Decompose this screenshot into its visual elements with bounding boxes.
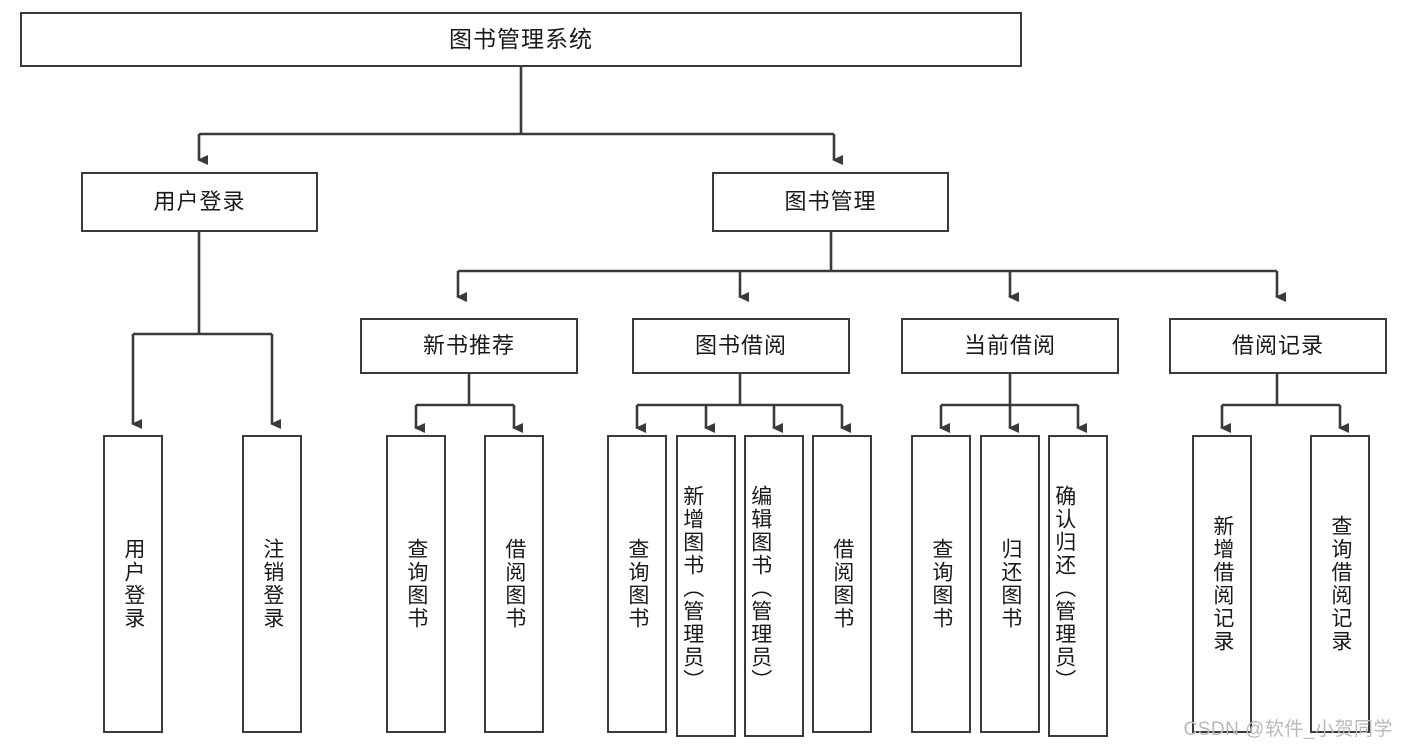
watermark: CSDN @软件_小贺同学: [1183, 719, 1393, 740]
leaf-label: 确认归还（管理员）: [1052, 484, 1076, 692]
leaf-user-login[interactable]: 用户登录: [103, 435, 163, 733]
leaf-borrow-book-recommend[interactable]: 借阅图书: [484, 435, 544, 733]
leaf-query-borrow-record[interactable]: 查询借阅记录: [1310, 435, 1370, 733]
node-user-login[interactable]: 用户登录: [81, 172, 318, 232]
leaf-query-book-borrow[interactable]: 查询图书: [607, 435, 667, 733]
node-current-borrow[interactable]: 当前借阅: [901, 318, 1119, 374]
leaf-label: 新增借阅记录: [1210, 515, 1234, 653]
node-label: 图书管理系统: [449, 25, 593, 52]
node-root-book-management-system[interactable]: 图书管理系统: [20, 12, 1022, 67]
leaf-edit-book-admin[interactable]: 编辑图书（管理员）: [744, 435, 804, 737]
leaf-add-borrow-record[interactable]: 新增借阅记录: [1192, 435, 1252, 733]
node-label: 借阅记录: [1231, 332, 1324, 358]
leaf-label: 编辑图书（管理员）: [748, 484, 772, 692]
leaf-user-logout[interactable]: 注销登录: [242, 435, 302, 733]
node-book-management[interactable]: 图书管理: [712, 172, 949, 232]
leaf-query-book-current[interactable]: 查询图书: [911, 435, 971, 733]
node-label: 新书推荐: [422, 332, 515, 358]
leaf-label: 查询图书: [625, 538, 649, 630]
node-label: 图书借阅: [694, 332, 787, 358]
leaf-label: 查询借阅记录: [1328, 515, 1352, 653]
leaf-confirm-return-admin[interactable]: 确认归还（管理员）: [1048, 435, 1108, 737]
leaf-query-book-recommend[interactable]: 查询图书: [386, 435, 446, 733]
leaf-label: 查询图书: [404, 538, 428, 630]
leaf-label: 注销登录: [260, 538, 284, 630]
node-label: 当前借阅: [963, 332, 1056, 358]
node-label: 图书管理: [784, 188, 877, 214]
leaf-label: 查询图书: [929, 538, 953, 630]
node-new-book-recommend[interactable]: 新书推荐: [360, 318, 578, 374]
leaf-label: 借阅图书: [502, 538, 526, 630]
node-book-borrow[interactable]: 图书借阅: [632, 318, 850, 374]
leaf-label: 新增图书（管理员）: [680, 484, 704, 692]
leaf-label: 借阅图书: [830, 538, 854, 630]
node-label: 用户登录: [153, 188, 246, 214]
leaf-label: 用户登录: [121, 538, 145, 630]
leaf-borrow-book-borrow[interactable]: 借阅图书: [812, 435, 872, 733]
leaf-add-book-admin[interactable]: 新增图书（管理员）: [676, 435, 736, 737]
leaf-return-book[interactable]: 归还图书: [980, 435, 1040, 733]
node-borrow-record[interactable]: 借阅记录: [1169, 318, 1387, 374]
leaf-label: 归还图书: [998, 538, 1022, 630]
